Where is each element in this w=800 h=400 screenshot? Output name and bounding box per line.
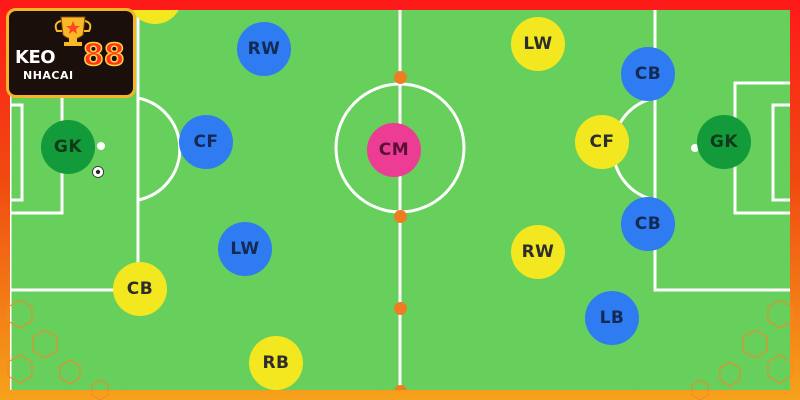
- penalty-spot-left: [97, 142, 105, 150]
- logo-text-sub: NHACAI: [23, 69, 74, 82]
- midline-marker: [394, 71, 407, 84]
- soccer-ball-icon: [92, 166, 104, 178]
- midline-marker: [394, 385, 407, 390]
- midline-marker: [394, 302, 407, 315]
- trophy-icon: [54, 16, 92, 46]
- penalty-spot-right: [691, 144, 699, 152]
- midline-marker: [394, 210, 407, 223]
- football-pitch: RW CF GK LW CB RB CM LW CB CF GK CB RW L…: [10, 10, 790, 390]
- logo-number: 88: [82, 38, 125, 73]
- logo-text-top: KEO: [15, 47, 56, 68]
- brand-logo[interactable]: KEO 88 NHACAI: [6, 8, 136, 98]
